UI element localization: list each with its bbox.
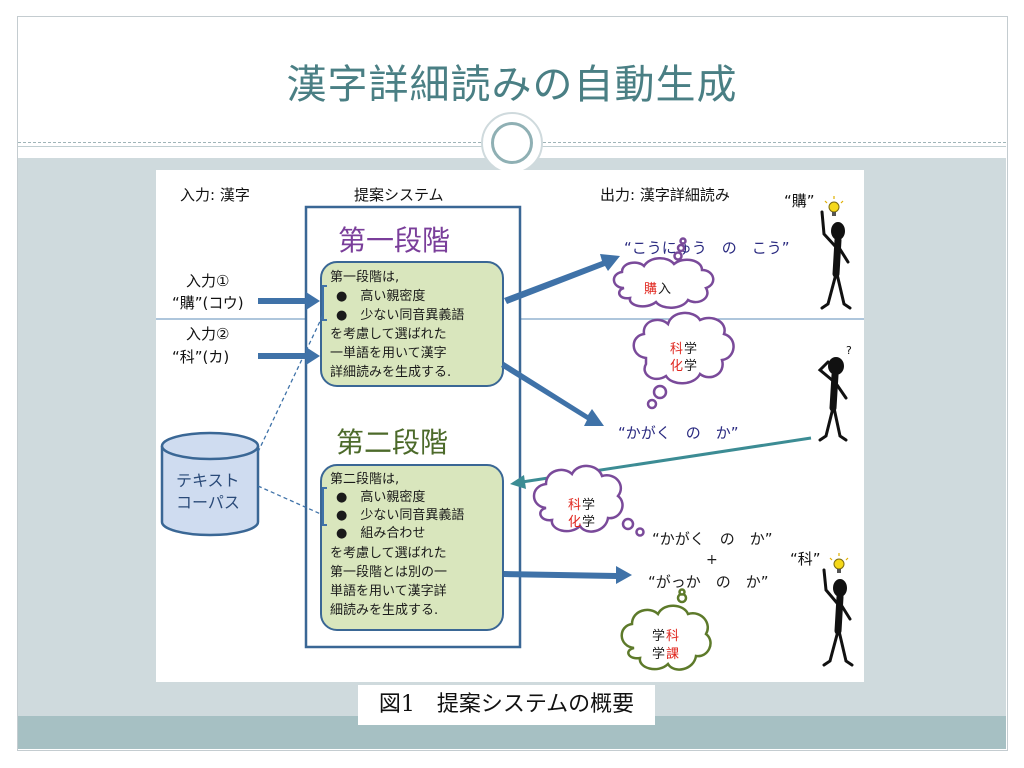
person-icon: [817, 357, 848, 442]
stage1-box: [320, 261, 504, 387]
cloud3-kanji-red: 科: [568, 498, 581, 513]
stage2-line: ● 少ない同音異義語: [336, 507, 464, 523]
cloud4-kanji-red: 科: [666, 629, 679, 644]
person-icon: [820, 210, 852, 310]
thought-cloud: [632, 311, 735, 410]
stage2-title: 第二段階: [336, 426, 448, 459]
stage1-line: 詳細読みを生成する.: [330, 364, 451, 380]
stage1-line: 第一段階は,: [330, 270, 399, 285]
output-reading-4: “がっか の か”: [648, 573, 769, 591]
stage2-output-arrow: [504, 566, 632, 584]
input1-value: “購”(コウ): [172, 294, 244, 312]
stage1-title: 第一段階: [338, 224, 450, 257]
stage2-box: [320, 464, 504, 631]
stage2-line: ● 高い親密度: [336, 489, 425, 505]
stage1-line: ● 高い親密度: [336, 288, 425, 304]
input1-arrow: [258, 292, 320, 310]
stage1-line: 一単語を用いて漢字: [330, 345, 447, 361]
input2-value: “科”(カ): [172, 348, 229, 366]
cloud3-kanji-red: 化: [568, 515, 581, 530]
thought-cloud: [532, 464, 645, 537]
stage2-bracket: [322, 487, 327, 526]
output-reading-1: “こうにゅう の こう”: [624, 239, 790, 257]
stage1-output-arrow-down: [501, 362, 604, 426]
plus-sign: +: [706, 552, 718, 568]
diagram-canvas: 入力: 漢字 提案システム 出力: 漢字詳細読み 第一段階 第二段階 第一段階は…: [156, 186, 864, 671]
cloud4-kanji: 学: [652, 628, 665, 644]
cloud4-kanji-red: 課: [666, 646, 679, 662]
stage2-line: 単語を用いて漢字詳: [330, 583, 447, 599]
slide-title: 漢字詳細読みの自動生成: [286, 62, 738, 108]
output-header: 出力: 漢字詳細読み: [600, 186, 730, 204]
stage2-line: 第一段階とは別の一: [330, 565, 447, 580]
database-icon: [160, 431, 260, 537]
cloud4-kanji: 学: [652, 646, 665, 662]
cloud1-kanji-red: 購: [644, 282, 657, 297]
input2-label: 入力②: [186, 325, 229, 343]
question-mark: ?: [846, 344, 852, 357]
cloud3-kanji: 学: [582, 514, 595, 530]
corpus-label: テキスト: [176, 471, 240, 490]
person1-quote: “購”: [784, 192, 815, 210]
cloud3-kanji: 学: [582, 497, 595, 513]
cloud2-kanji-red: 化: [670, 359, 683, 374]
output-reading-2: “かがく の か”: [618, 424, 739, 442]
stage2-line: を考慮して選ばれた: [330, 546, 447, 561]
system-diagram: 入力: 漢字 提案システム 出力: 漢字詳細読み 第一段階 第二段階 第一段階は…: [156, 170, 864, 682]
cloud1-kanji: 入: [658, 282, 671, 297]
stage1-output-arrow-up: [504, 254, 620, 304]
thought-cloud: [612, 237, 715, 309]
input1-label: 入力①: [186, 272, 229, 290]
input-header: 入力: 漢字: [180, 186, 250, 204]
corpus-label: コーパス: [176, 493, 240, 512]
stage1-bracket: [322, 285, 327, 321]
person-icon: [822, 568, 854, 667]
stage2-line: ● 組み合わせ: [336, 526, 425, 541]
stage1-line: ● 少ない同音異義語: [336, 307, 464, 323]
corpus-link-line: [257, 314, 324, 453]
circle-ornament: [481, 112, 543, 174]
input2-arrow: [258, 347, 320, 365]
cloud2-kanji: 学: [684, 341, 697, 357]
system-header: 提案システム: [354, 186, 444, 204]
stage2-line: 細読みを生成する.: [330, 602, 438, 618]
corpus-link-line: [257, 485, 324, 516]
cloud2-kanji-red: 科: [670, 342, 683, 357]
lightbulb-icon: [824, 196, 844, 216]
figure-caption: 図1 提案システムの概要: [358, 685, 655, 725]
feedback-arrowhead: [510, 475, 526, 489]
stage2-line: 第二段階は,: [330, 472, 399, 487]
cloud2-kanji: 学: [684, 358, 697, 374]
output-reading-3: “かがく の か”: [652, 530, 773, 548]
stage1-line: を考慮して選ばれた: [330, 327, 447, 342]
lightbulb-icon: [829, 553, 849, 573]
thought-cloud: [620, 588, 712, 671]
person3-quote: “科”: [790, 550, 821, 568]
